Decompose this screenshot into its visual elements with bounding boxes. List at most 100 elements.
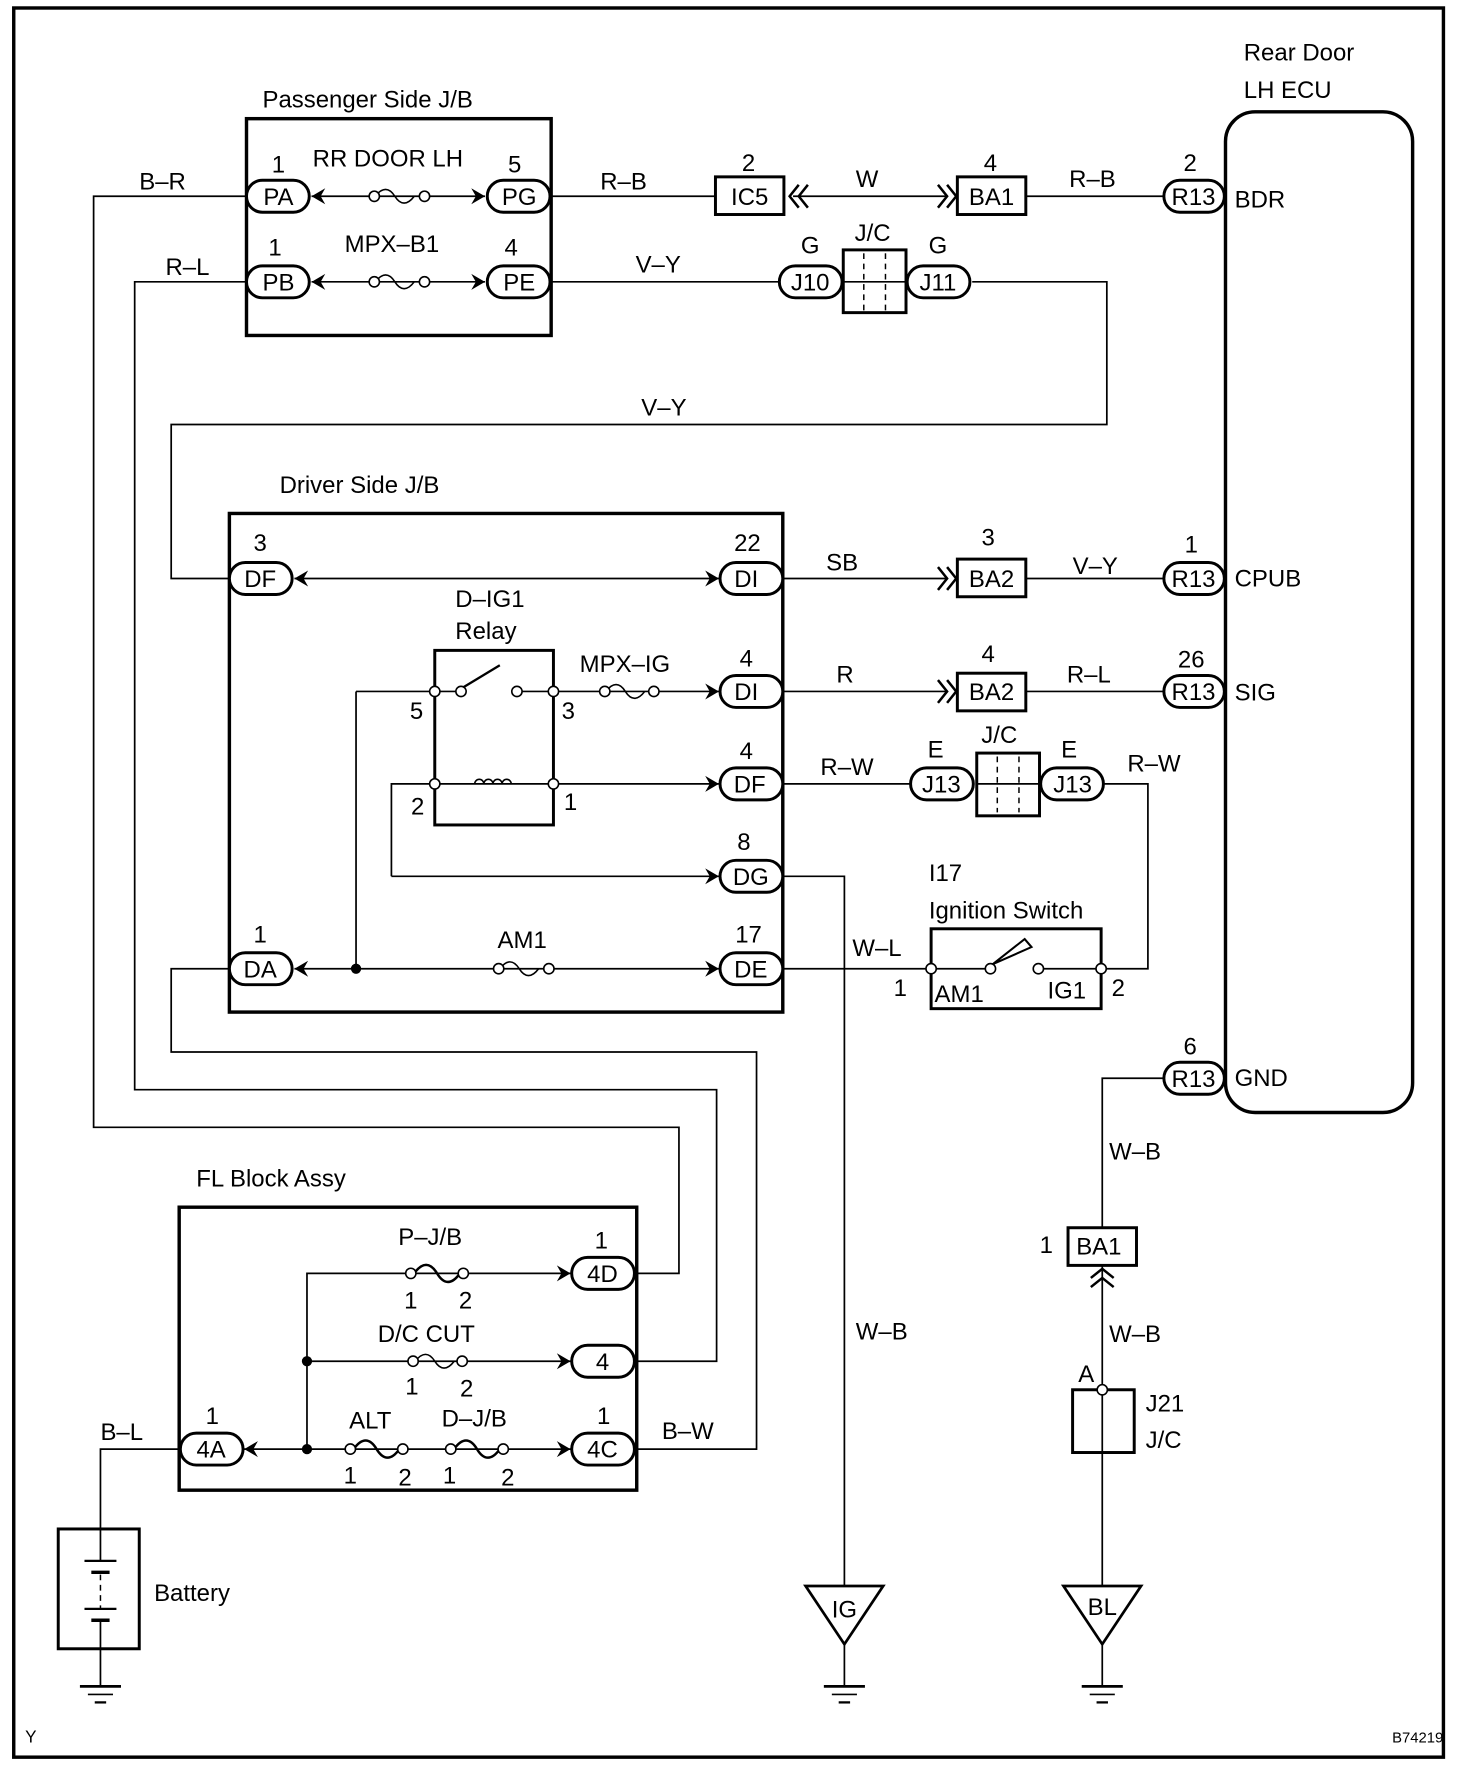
label: J21 [1146,1390,1185,1417]
wire-label: SB [826,550,858,577]
wire-label: R–B [600,168,647,195]
label: 1 [344,1462,357,1489]
label: 1 [254,921,267,948]
connector-di-4 [718,673,785,709]
label: 3 [562,698,575,725]
key-lever-icon [992,937,1034,966]
wire-w-b-gnd [1101,1077,1164,1228]
wire-v-y-loop [170,280,1108,580]
fusible-link-icon [352,1439,401,1459]
fuse-icon [605,683,646,700]
connector-ba2-sig: 4 BA2 [936,641,1028,713]
label: R13 [1172,679,1216,706]
connector-4c [570,1431,636,1467]
label: 1 [443,1462,456,1489]
coil-icon [473,778,513,785]
label: DI [734,679,758,706]
label: J13 [922,772,961,799]
connector-pe [485,264,552,300]
label: PA [263,184,293,211]
label: Rear Door [1244,39,1355,66]
label: 8 [737,829,750,856]
connector-4a [178,1431,245,1467]
fuse-icon [374,188,415,204]
passenger-side-jb: Passenger Side J/B 1 RR DOOR LH 5 PA PG … [244,86,553,338]
label: SIG [1235,680,1276,707]
label: R13 [1172,184,1216,211]
label: IG1 [1047,977,1086,1004]
label: BDR [1235,187,1286,214]
label: BA1 [1076,1234,1121,1261]
label: R13 [1172,1066,1216,1093]
junction-connector-upper: J/C G G J10 J11 [777,220,972,315]
label: 4 [505,235,518,262]
ground-bl: BL [1060,1584,1144,1704]
label: PE [503,269,535,296]
corner-mark: Y [25,1727,37,1746]
connector-df-3 [227,561,294,596]
label: 1 [597,1403,610,1430]
fuse-icon [414,1353,455,1369]
label: DF [734,772,766,799]
label: DI [734,566,758,593]
label: CPUB [1235,565,1302,592]
label: LH ECU [1244,77,1332,104]
label: 4A [196,1437,225,1464]
fuse-icon [374,274,415,290]
label: J/C [1146,1427,1182,1454]
label: 1 [1040,1232,1053,1259]
label: Ignition Switch [929,898,1083,925]
label: J/C [855,220,891,247]
label: E [1061,737,1077,764]
connector-4 [570,1343,636,1379]
figure-code: B74219 [1392,1730,1443,1746]
label: AM1 [935,981,984,1008]
label: A [1078,1361,1094,1388]
wire-label: V–Y [636,252,681,279]
wire-r-l [133,280,718,1363]
label: 2 [1183,150,1196,177]
label: RR DOOR LH [313,146,463,173]
label: 4 [984,150,997,177]
wire-label: V–Y [641,394,686,421]
label: 5 [508,151,521,178]
label: 2 [742,150,755,177]
wire-label: B–R [139,168,186,195]
label: 4 [596,1349,609,1376]
label: J13 [1053,772,1092,799]
fl-block-assy: FL Block Assy P–J/B 1 2 D/C CUT 1 2 ALT … [177,1166,639,1492]
label: P–J/B [398,1224,462,1251]
label: 1 [404,1288,417,1315]
connector-dg [718,858,785,894]
label: PG [502,184,537,211]
ignition-switch: I17 Ignition Switch 1 AM1 IG1 2 [894,860,1125,1011]
label: 6 [1183,1033,1196,1060]
label: 2 [1112,975,1125,1002]
connector-ic5: 2 IC5 [713,150,809,216]
label: 4 [982,641,995,668]
label: 2 [501,1465,514,1492]
connector-df-4 [718,766,785,802]
label: 2 [398,1465,411,1492]
label: FL Block Assy [196,1166,346,1193]
label: DG [733,864,769,891]
wire-label: R [836,661,853,688]
label: 1 [564,789,577,816]
label: 4C [587,1437,618,1464]
connector-pa [245,178,311,214]
label: 2 [459,1288,472,1315]
wire-b-w [170,967,758,1450]
label: 1 [1185,531,1198,558]
ground-symbol [79,1685,121,1704]
label: I17 [929,860,962,887]
label: E [928,737,944,764]
label: MPX–B1 [345,231,440,258]
label: PB [262,269,294,296]
label: 26 [1178,646,1205,673]
wire-r-w-right [1102,783,1149,970]
wire-label: B–L [100,1419,143,1446]
label: AM1 [498,927,547,954]
label: 2 [460,1376,473,1403]
label: 4 [740,645,753,672]
label: 3 [982,524,995,551]
